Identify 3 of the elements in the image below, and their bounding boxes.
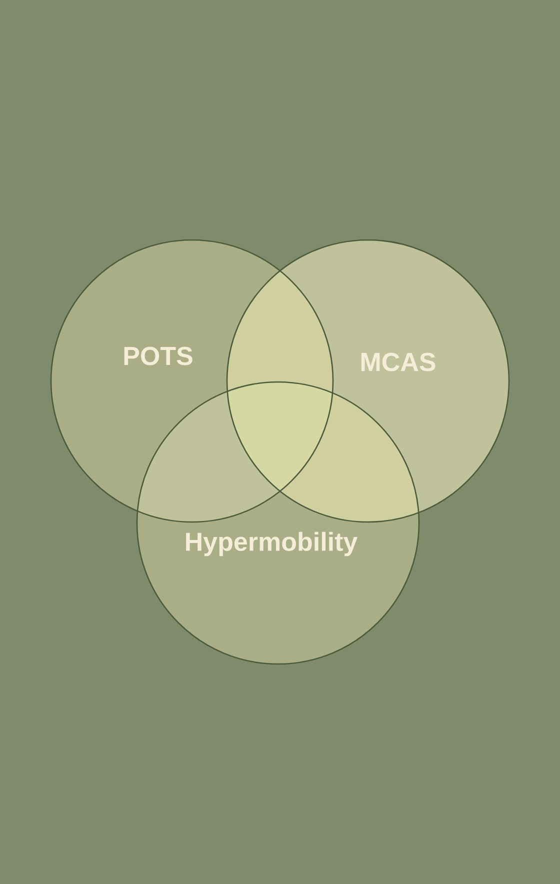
circle-label: Hypermobility	[186, 532, 358, 556]
circle-label: MCAS	[361, 352, 436, 372]
circle-label: POTS	[124, 346, 192, 366]
